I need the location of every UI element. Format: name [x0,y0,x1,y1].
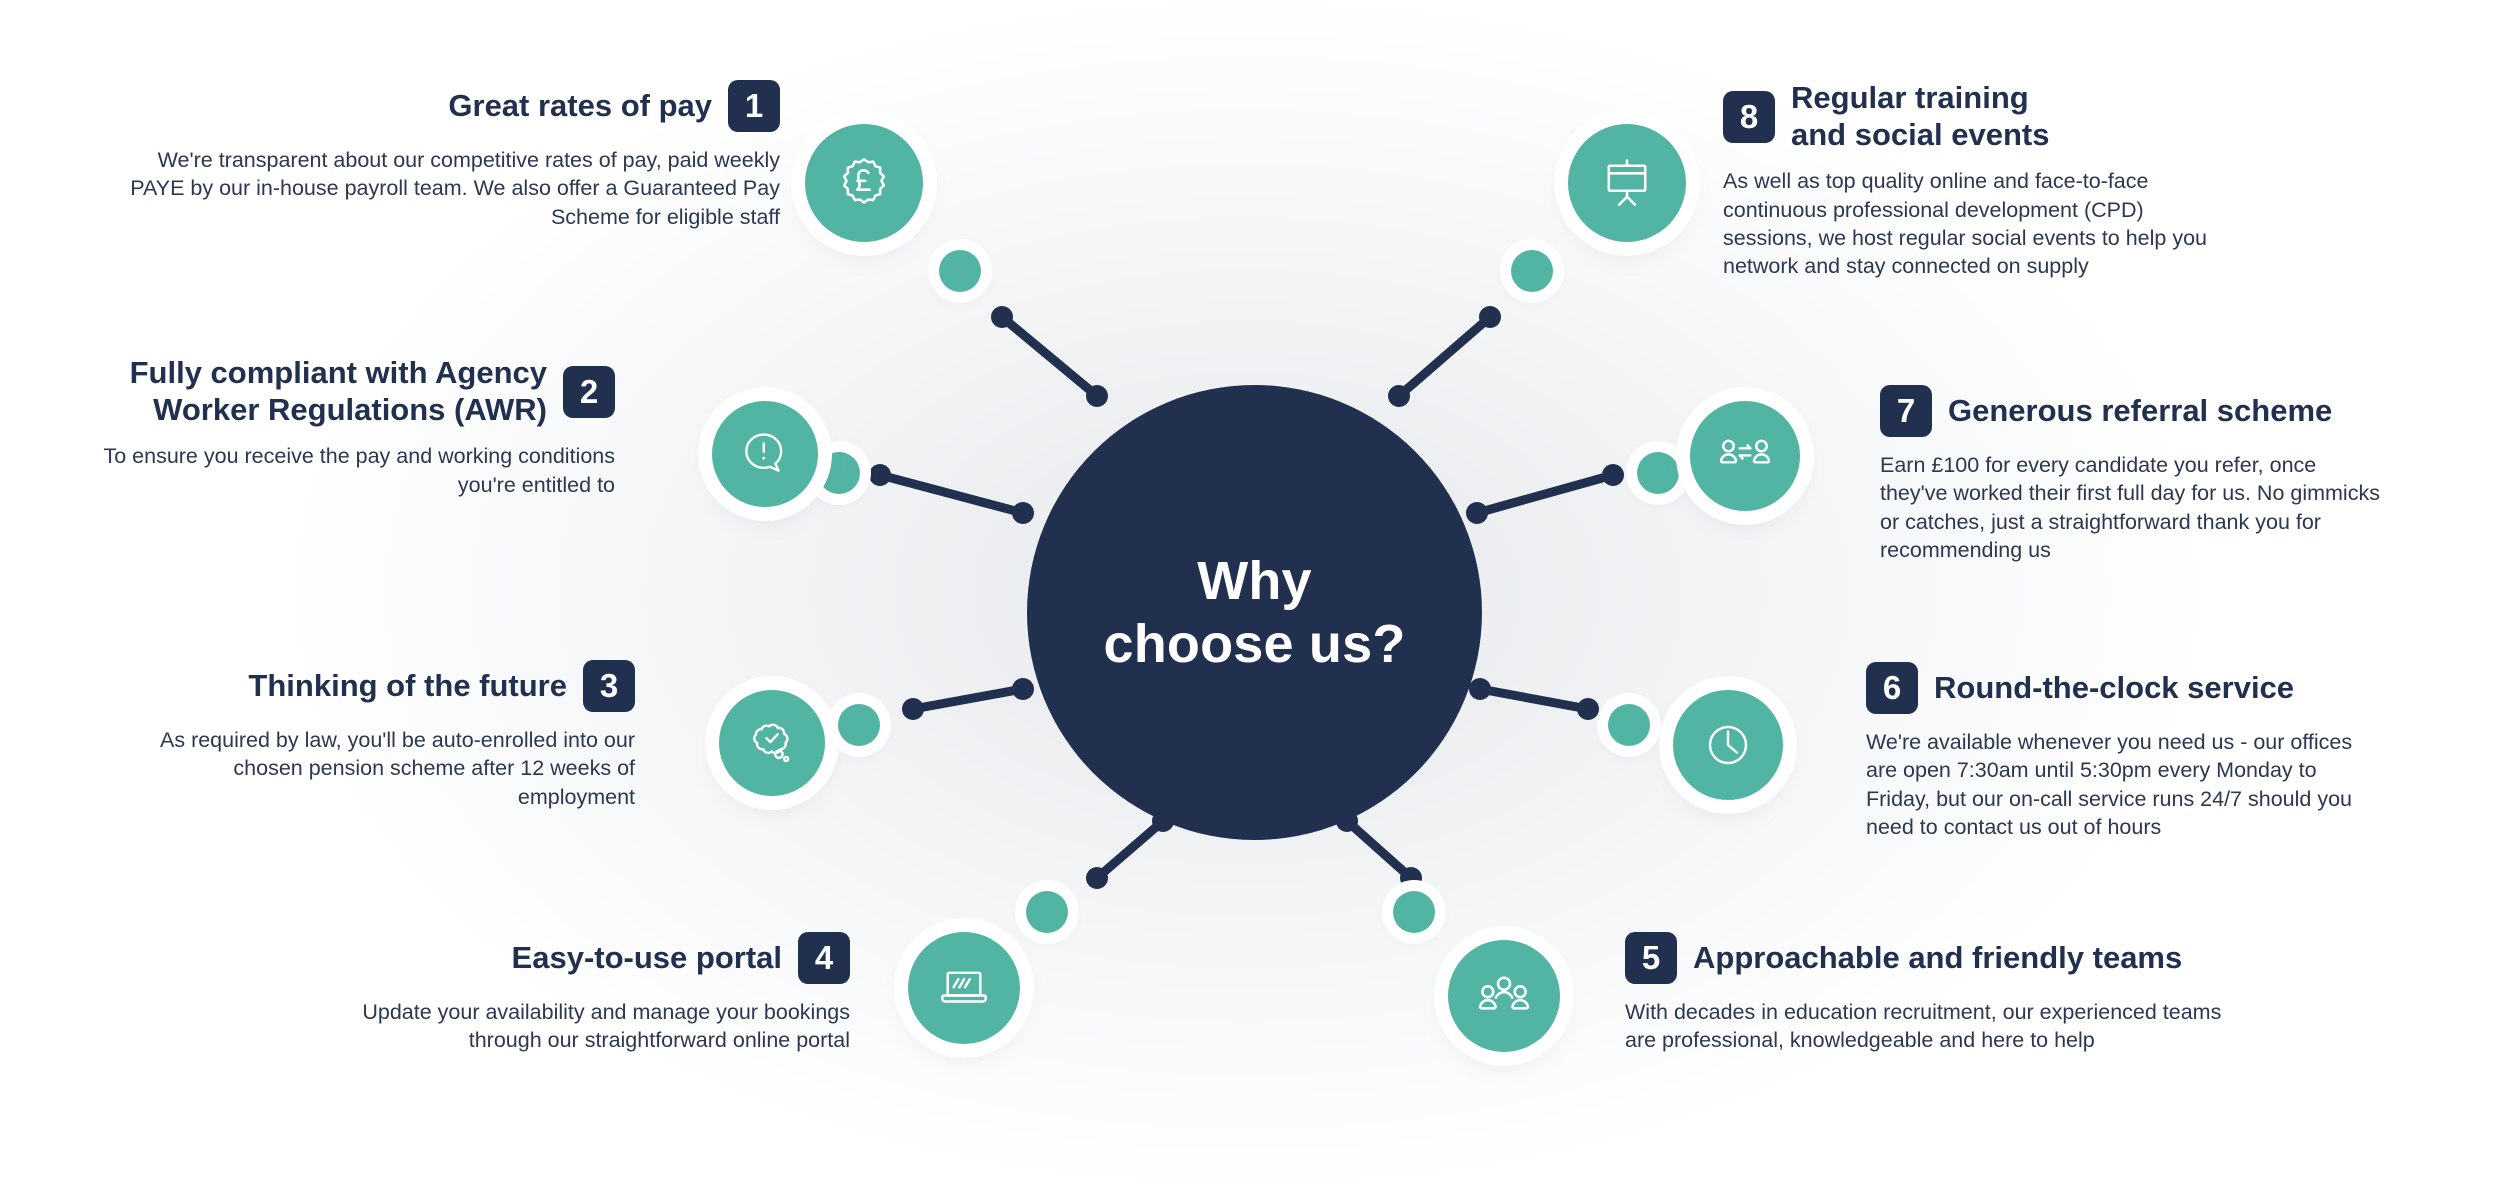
thought-bubble-check-icon [743,714,801,772]
icon-bubble-5[interactable] [1448,940,1560,1052]
feature-heading-1: Great rates of pay 1 [130,80,780,132]
laptop-icon [934,958,994,1018]
feature-heading-4: Easy-to-use portal 4 [330,932,850,984]
feature-title-1: Great rates of pay [448,87,712,123]
spoke-8 [1394,312,1495,401]
accent-dot-5 [1393,891,1435,933]
people-group-icon [1473,965,1535,1027]
feature-heading-8: 8 Regular training and social events [1723,80,2283,153]
feature-heading-2: Fully compliant with Agency Worker Regul… [60,355,615,428]
spoke-endpoint-2-inner [1012,502,1034,524]
feature-item-8: 8 Regular training and social events As … [1723,80,2283,281]
accent-dot-7 [1637,452,1679,494]
accent-dot-1 [939,250,981,292]
icon-bubble-2[interactable] [712,401,818,507]
accent-dot-4 [1026,891,1068,933]
accent-dot-8 [1511,250,1553,292]
feature-title-7: Generous referral scheme [1948,392,2333,428]
spoke-4 [1092,816,1168,883]
icon-bubble-3[interactable] [719,690,825,796]
feature-title-5: Approachable and friendly teams [1693,939,2183,975]
pound-badge-icon [833,152,895,214]
feature-heading-7: 7 Generous referral scheme [1880,385,2440,437]
referral-exchange-icon [1715,426,1775,486]
spoke-endpoint-6-outer [1577,698,1599,720]
feature-item-6: 6 Round-the-clock service We're availabl… [1866,662,2426,842]
feature-number-badge-1: 1 [728,80,780,132]
feature-number-badge-8: 8 [1723,90,1775,143]
spoke-5 [1342,816,1416,883]
clock-icon [1698,715,1758,775]
icon-bubble-8[interactable] [1568,124,1686,242]
spoke-endpoint-7-inner [1466,502,1488,524]
spoke-1 [997,312,1102,401]
center-hub-line-2: choose us? [1103,613,1406,674]
feature-item-1: Great rates of pay 1 We're transparent a… [130,80,780,231]
speech-bubble-alert-icon [736,425,794,483]
spoke-endpoint-8-inner [1388,385,1410,407]
feature-heading-5: 5 Approachable and friendly teams [1625,932,2265,984]
center-hub-line-1: Why [1197,550,1312,611]
feature-number-badge-7: 7 [1880,385,1932,437]
feature-heading-6: 6 Round-the-clock service [1866,662,2426,714]
presentation-board-icon [1596,152,1658,214]
spoke-3 [908,684,1028,714]
spoke-endpoint-1-inner [1086,385,1108,407]
spoke-endpoint-4-outer [1086,867,1108,889]
feature-description-8: As well as top quality online and face-t… [1723,169,2208,279]
spoke-endpoint-7-outer [1602,464,1624,486]
spoke-endpoint-6-inner [1469,678,1491,700]
icon-bubble-4[interactable] [908,932,1020,1044]
feature-number-badge-4: 4 [798,932,850,984]
feature-item-4: Easy-to-use portal 4 Update your availab… [330,932,850,1055]
feature-item-7: 7 Generous referral scheme Earn £100 for… [1880,385,2440,565]
icon-bubble-7[interactable] [1690,401,1800,511]
spoke-6 [1475,684,1593,714]
feature-description-5: With decades in education recruitment, o… [1625,1000,2222,1053]
accent-dot-3 [838,704,880,746]
feature-heading-3: Thinking of the future 3 [115,660,635,712]
feature-item-5: 5 Approachable and friendly teams With d… [1625,932,2265,1055]
spoke-endpoint-3-inner [1012,678,1034,700]
feature-number-badge-3: 3 [583,660,635,712]
spoke-endpoint-2-outer [869,464,891,486]
accent-dot-6 [1608,704,1650,746]
feature-number-badge-5: 5 [1625,932,1677,984]
feature-description-3: As required by law, you'll be auto-enrol… [160,728,635,809]
feature-item-3: Thinking of the future 3 As required by … [115,660,635,811]
icon-bubble-6[interactable] [1673,690,1783,800]
spoke-7 [1472,470,1618,518]
feature-description-4: Update your availability and manage your… [362,1000,850,1053]
feature-title-3: Thinking of the future [248,667,567,703]
feature-title-4: Easy-to-use portal [511,939,782,975]
spoke-endpoint-8-outer [1479,306,1501,328]
icon-bubble-1[interactable] [805,124,923,242]
feature-description-7: Earn £100 for every candidate you refer,… [1880,453,2380,563]
feature-description-1: We're transparent about our competitive … [130,148,780,229]
feature-number-badge-2: 2 [563,365,615,418]
spoke-2 [875,470,1028,518]
spoke-endpoint-3-outer [902,698,924,720]
accent-dot-2 [818,452,860,494]
feature-number-badge-6: 6 [1866,662,1918,714]
feature-description-6: We're available whenever you need us - o… [1866,730,2353,840]
spoke-endpoint-5-outer [1400,867,1422,889]
spoke-endpoint-1-outer [991,306,1013,328]
feature-item-2: Fully compliant with Agency Worker Regul… [60,355,615,499]
feature-title-2: Fully compliant with Agency Worker Regul… [129,355,547,427]
feature-title-6: Round-the-clock service [1934,669,2295,705]
feature-title-8: Regular training and social events [1791,80,2050,152]
feature-description-2: To ensure you receive the pay and workin… [103,444,615,497]
